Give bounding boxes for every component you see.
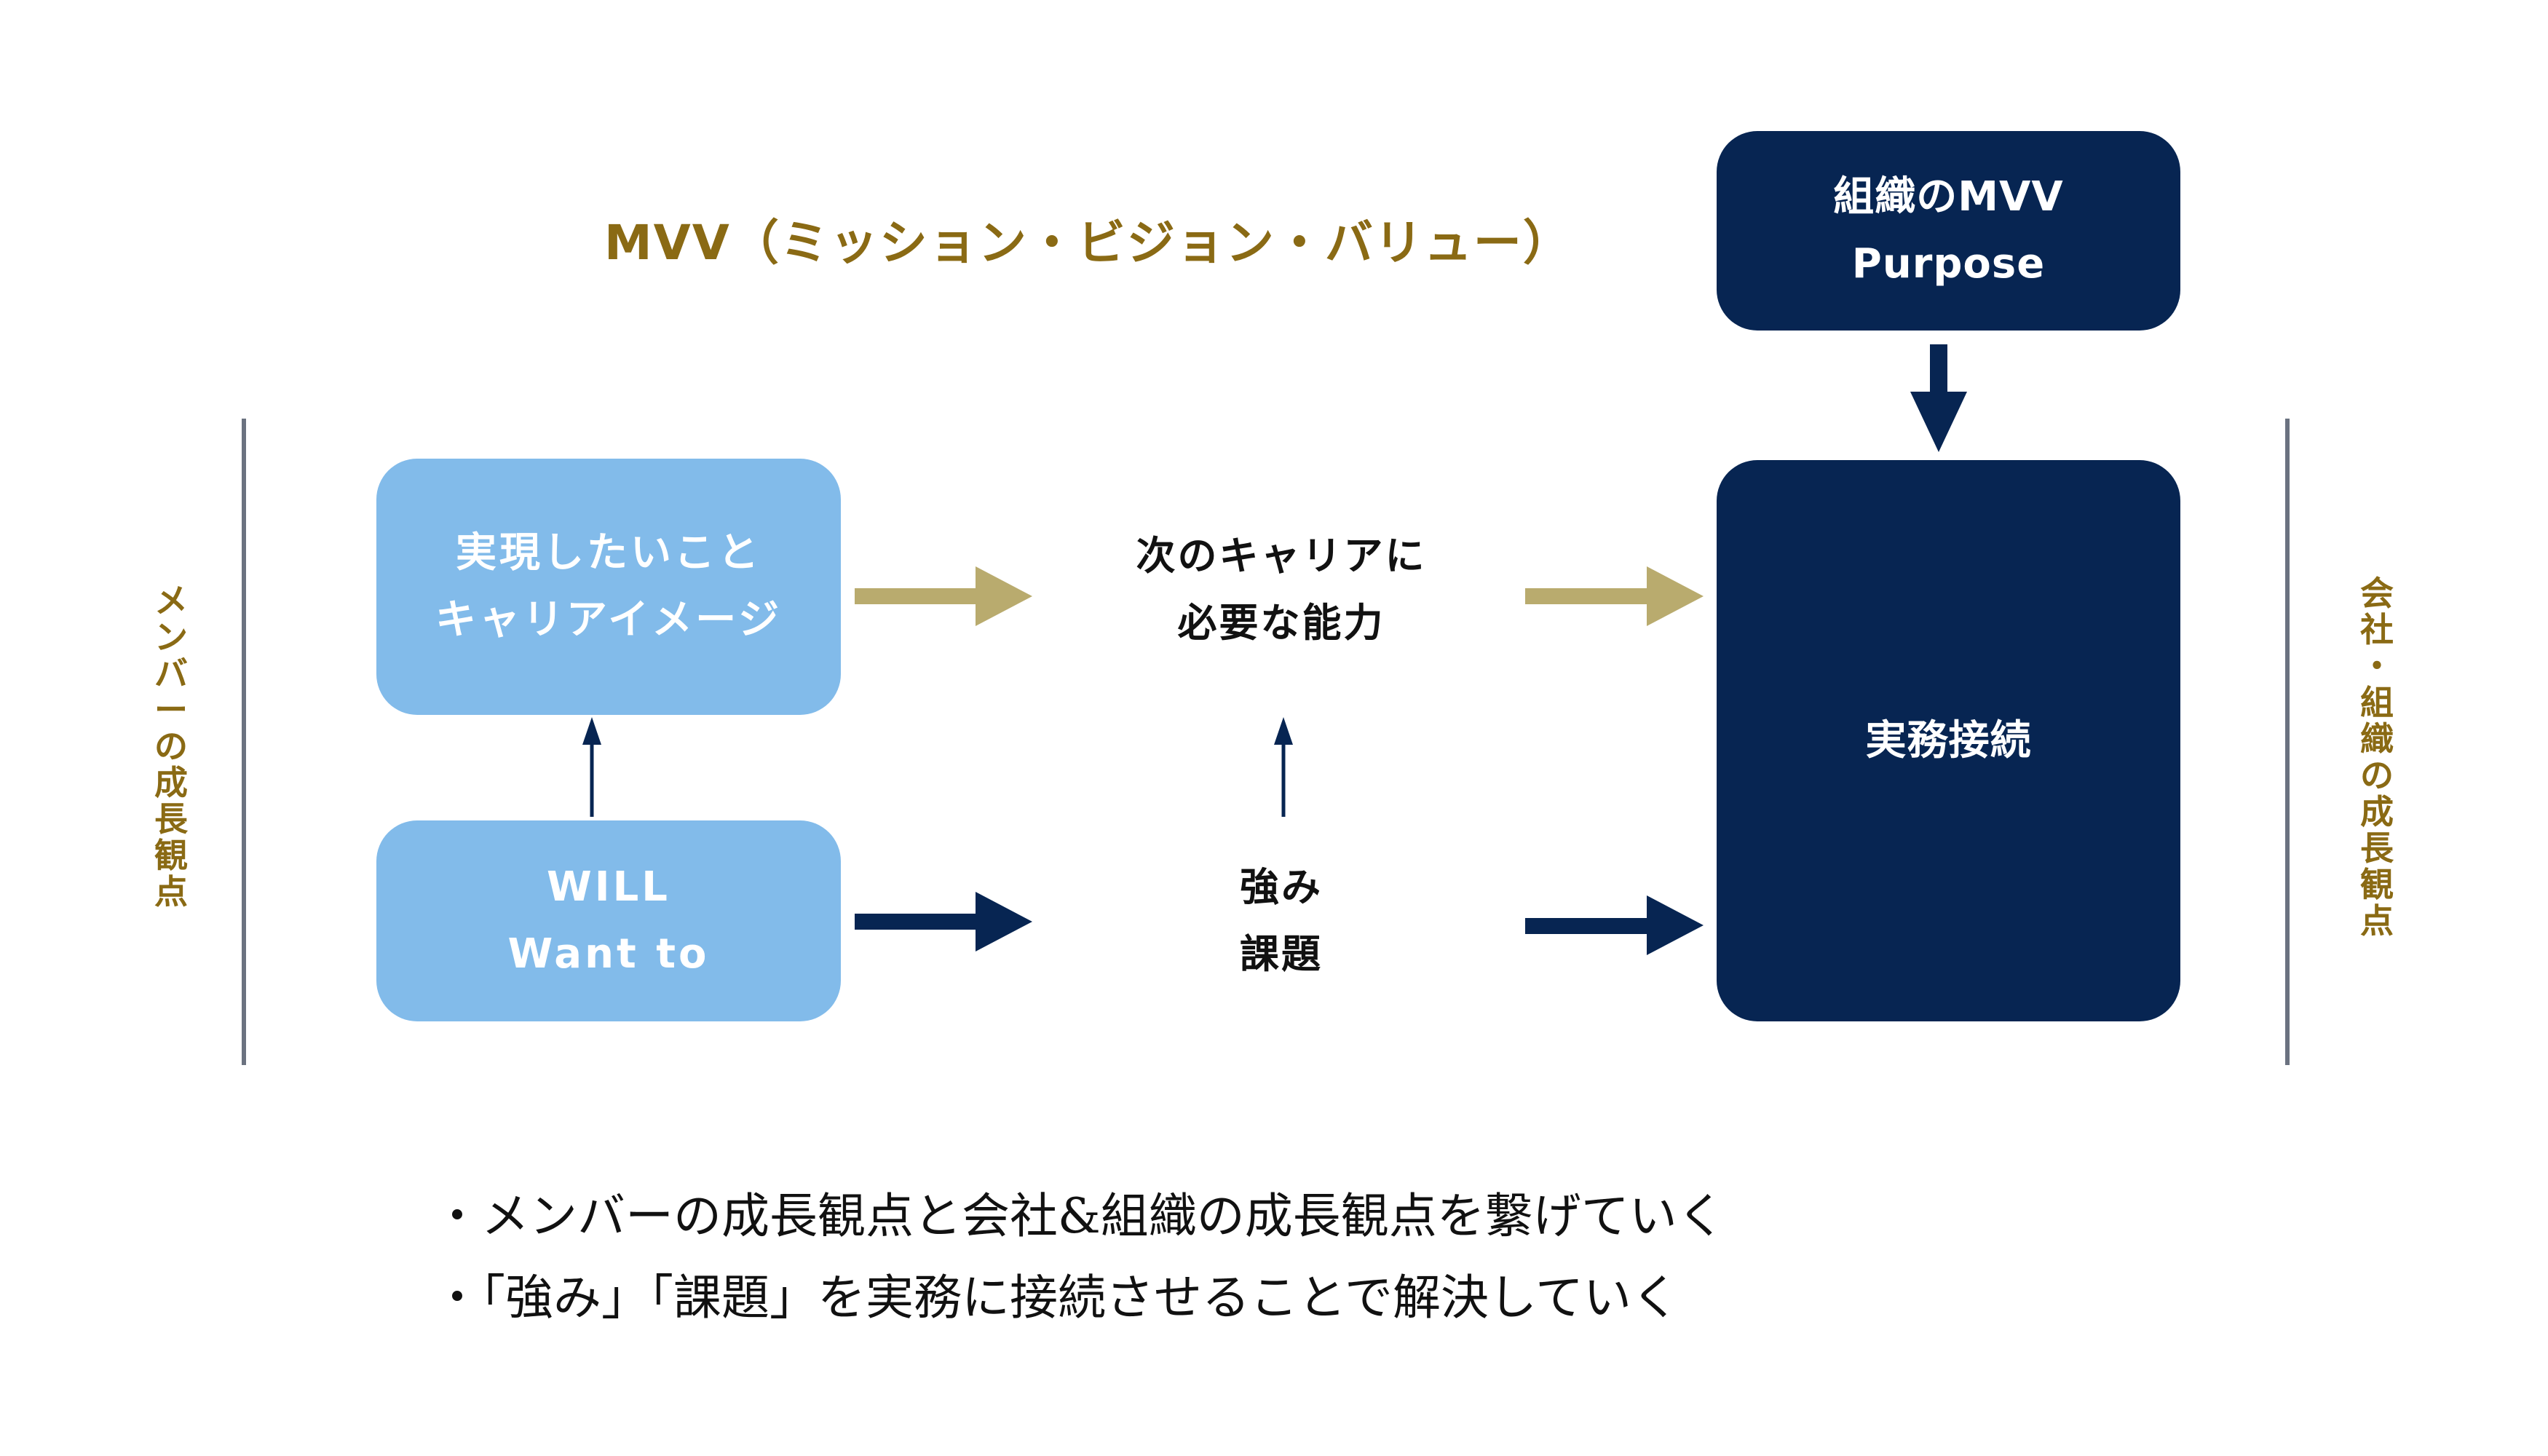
company-growth-label: 会社・組織の成長観点 [2360, 574, 2394, 941]
gold-arrow-right [1525, 566, 1704, 626]
org-mvv-box: 組織のMVV Purpose [1717, 131, 2180, 331]
issues-line: 課題 [1240, 931, 1323, 977]
right-divider [2285, 419, 2290, 1065]
left-divider [242, 419, 246, 1065]
org-mvv-line-2: Purpose [1851, 240, 2046, 288]
practice-connection-box: 実務接続 [1717, 460, 2180, 1021]
career-image-line-1: 実現したいこと [456, 529, 761, 577]
gold-arrow-left [855, 566, 1032, 626]
will-line-1: WILL [547, 863, 670, 911]
practice-connection-line: 実務接続 [1865, 716, 2032, 764]
strengths-line: 強み [1240, 864, 1323, 910]
org-mvv-line-1: 組織のMVV [1833, 173, 2064, 221]
career-image-line-2: キャリアイメージ [435, 596, 783, 644]
up-arrow-left-head [582, 717, 601, 745]
strengths-issues-text: 強み 課題 [1063, 854, 1500, 988]
down-arrow [1910, 344, 1967, 452]
bullet-list: ・メンバーの成長観点と会社&組織の成長観点を繋げていく ・「強み」「課題」を実務… [433, 1176, 1725, 1339]
next-career-line-1: 次のキャリアに [1136, 533, 1427, 579]
career-image-box: 実現したいこと キャリアイメージ [376, 459, 841, 715]
will-box: WILL Want to [376, 820, 841, 1021]
navy-arrow-right [1525, 895, 1704, 955]
member-growth-label: メンバーの成長観点 [154, 581, 188, 911]
up-arrow-mid-head [1274, 717, 1293, 745]
will-line-2: Want to [507, 930, 710, 978]
diagram-title: MVV（ミッション・ビジョン・バリュー） [604, 215, 1572, 271]
navy-arrow-left [855, 892, 1032, 951]
next-career-line-2: 必要な能力 [1177, 600, 1385, 646]
next-career-text: 次のキャリアに 必要な能力 [1063, 523, 1500, 657]
bullet-item: ・「強み」「課題」を実務に接続させることで解決していく [433, 1270, 1680, 1326]
bullet-item: ・メンバーの成長観点と会社&組織の成長観点を繋げていく [433, 1188, 1725, 1244]
